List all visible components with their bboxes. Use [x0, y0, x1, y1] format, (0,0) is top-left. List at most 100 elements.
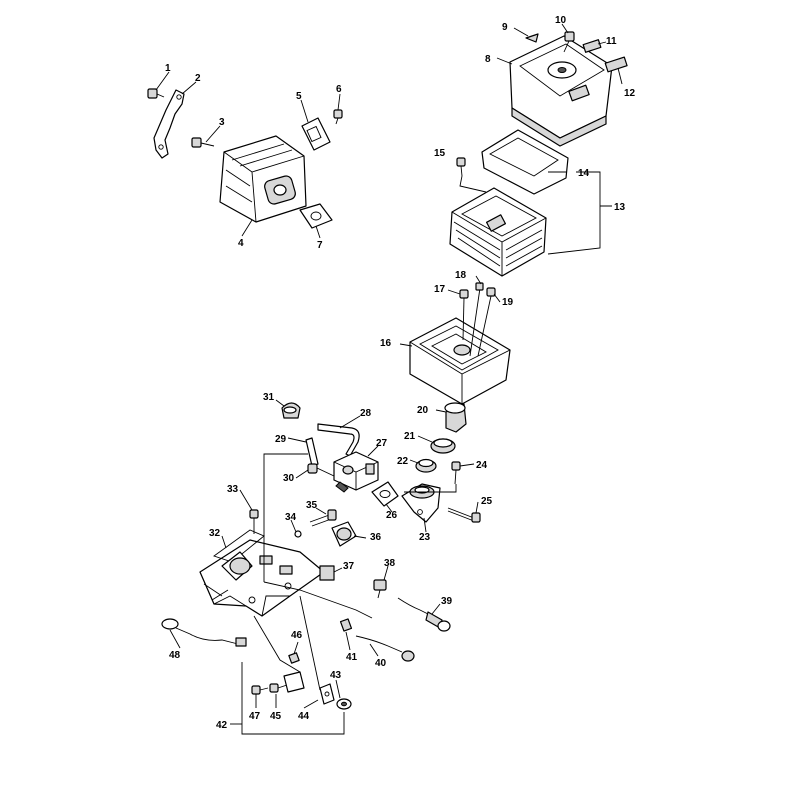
callout-43: 43 — [330, 670, 342, 681]
callout-34: 34 — [285, 512, 297, 523]
part-10-knob — [563, 31, 575, 53]
callout-3: 3 — [219, 117, 225, 128]
callout-29: 29 — [275, 434, 287, 445]
callout-26: 26 — [386, 510, 398, 521]
part-15-screw — [456, 157, 466, 177]
engine-base-group — [199, 509, 357, 617]
callout-22: 22 — [397, 456, 409, 467]
part-24-screw — [451, 461, 461, 485]
callout-6: 6 — [336, 84, 342, 95]
part-20-boot — [444, 402, 467, 433]
callout-12: 12 — [624, 88, 636, 99]
part-43-washer — [336, 698, 352, 710]
part-11-label — [582, 39, 602, 53]
callout-13: 13 — [614, 202, 626, 213]
filter-base-group — [409, 282, 511, 405]
part-26-gasket — [371, 481, 399, 507]
part-36-weight-assembly — [331, 521, 357, 547]
part-41-clip — [339, 618, 353, 632]
callout-16: 16 — [380, 338, 392, 349]
part-4-muffler — [219, 135, 307, 223]
callout-41: 41 — [346, 652, 358, 663]
callout-37: 37 — [343, 561, 355, 572]
part-18-stud — [469, 287, 481, 357]
callout-36: 36 — [370, 532, 382, 543]
air-filter-group — [449, 31, 628, 277]
part-39-choke-cable — [397, 597, 451, 632]
part-22-ring — [415, 458, 437, 473]
leader-lines — [155, 23, 623, 735]
callout-labels: 1 2 3 4 5 6 7 8 9 10 11 12 13 14 15 16 1… — [165, 15, 636, 731]
part-14-prefilter — [481, 129, 569, 195]
callout-10: 10 — [555, 15, 567, 26]
part-47-screw — [251, 685, 269, 695]
part-21-ring — [430, 438, 456, 454]
callout-21: 21 — [404, 431, 416, 442]
callout-8: 8 — [485, 54, 491, 65]
intake-group — [371, 402, 481, 523]
callout-27: 27 — [376, 438, 388, 449]
callout-31: 31 — [263, 392, 275, 403]
part-23-intake-flange — [401, 483, 441, 523]
callout-11: 11 — [606, 36, 617, 47]
part-16-filter-base — [409, 317, 511, 405]
callout-23: 23 — [419, 532, 431, 543]
part-8-filter-cover — [509, 35, 613, 147]
callout-25: 25 — [481, 496, 493, 507]
callout-9: 9 — [502, 22, 508, 33]
part-33-screw — [249, 509, 259, 534]
controls-group — [161, 579, 451, 710]
callout-20: 20 — [417, 405, 429, 416]
callout-30: 30 — [283, 473, 295, 484]
part-9-clip — [525, 33, 539, 43]
callout-33: 33 — [227, 484, 239, 495]
callout-4: 4 — [238, 238, 244, 249]
part-1-screw — [147, 88, 165, 99]
callout-19: 19 — [502, 297, 514, 308]
part-7-gasket — [299, 203, 333, 229]
part-28-hose — [317, 423, 360, 457]
callout-24: 24 — [476, 460, 488, 471]
callout-47: 47 — [249, 711, 261, 722]
part-40-throttle-cable — [355, 635, 415, 662]
part-35-shaft — [309, 509, 337, 527]
part-44-lever — [319, 683, 335, 705]
part-25-bolt — [447, 507, 481, 523]
callout-7: 7 — [317, 240, 323, 251]
callout-2: 2 — [195, 73, 201, 84]
part-12-label — [604, 56, 628, 73]
part-38-switch — [373, 579, 387, 599]
callout-1: 1 — [165, 63, 171, 74]
part-48-ignition-wire — [161, 618, 247, 647]
part-13-filter-element — [449, 187, 547, 277]
callout-42: 42 — [216, 720, 228, 731]
callout-14: 14 — [578, 168, 590, 179]
callout-40: 40 — [375, 658, 387, 669]
callout-39: 39 — [441, 596, 453, 607]
part-46-spring — [288, 652, 300, 664]
callout-15: 15 — [434, 148, 446, 159]
carburetor-group — [281, 402, 379, 493]
part-2-bracket — [153, 89, 185, 159]
part-29-hose — [305, 437, 319, 467]
callout-35: 35 — [306, 500, 318, 511]
callout-28: 28 — [360, 408, 372, 419]
callout-18: 18 — [455, 270, 467, 281]
part-27-carburetor — [333, 451, 379, 493]
callout-38: 38 — [384, 558, 396, 569]
part-32-housing — [199, 529, 325, 617]
part-3-screw — [191, 137, 215, 148]
part-31-cap — [281, 402, 301, 419]
callout-17: 17 — [434, 284, 446, 295]
callout-5: 5 — [296, 91, 302, 102]
part-5-gasket — [301, 117, 331, 151]
callout-32: 32 — [209, 528, 221, 539]
callout-45: 45 — [270, 711, 282, 722]
part-37-plate — [319, 565, 335, 581]
callout-46: 46 — [291, 630, 303, 641]
callout-48: 48 — [169, 650, 181, 661]
part-6-screw — [333, 109, 343, 125]
muffler-group — [147, 88, 343, 229]
callout-44: 44 — [298, 711, 310, 722]
